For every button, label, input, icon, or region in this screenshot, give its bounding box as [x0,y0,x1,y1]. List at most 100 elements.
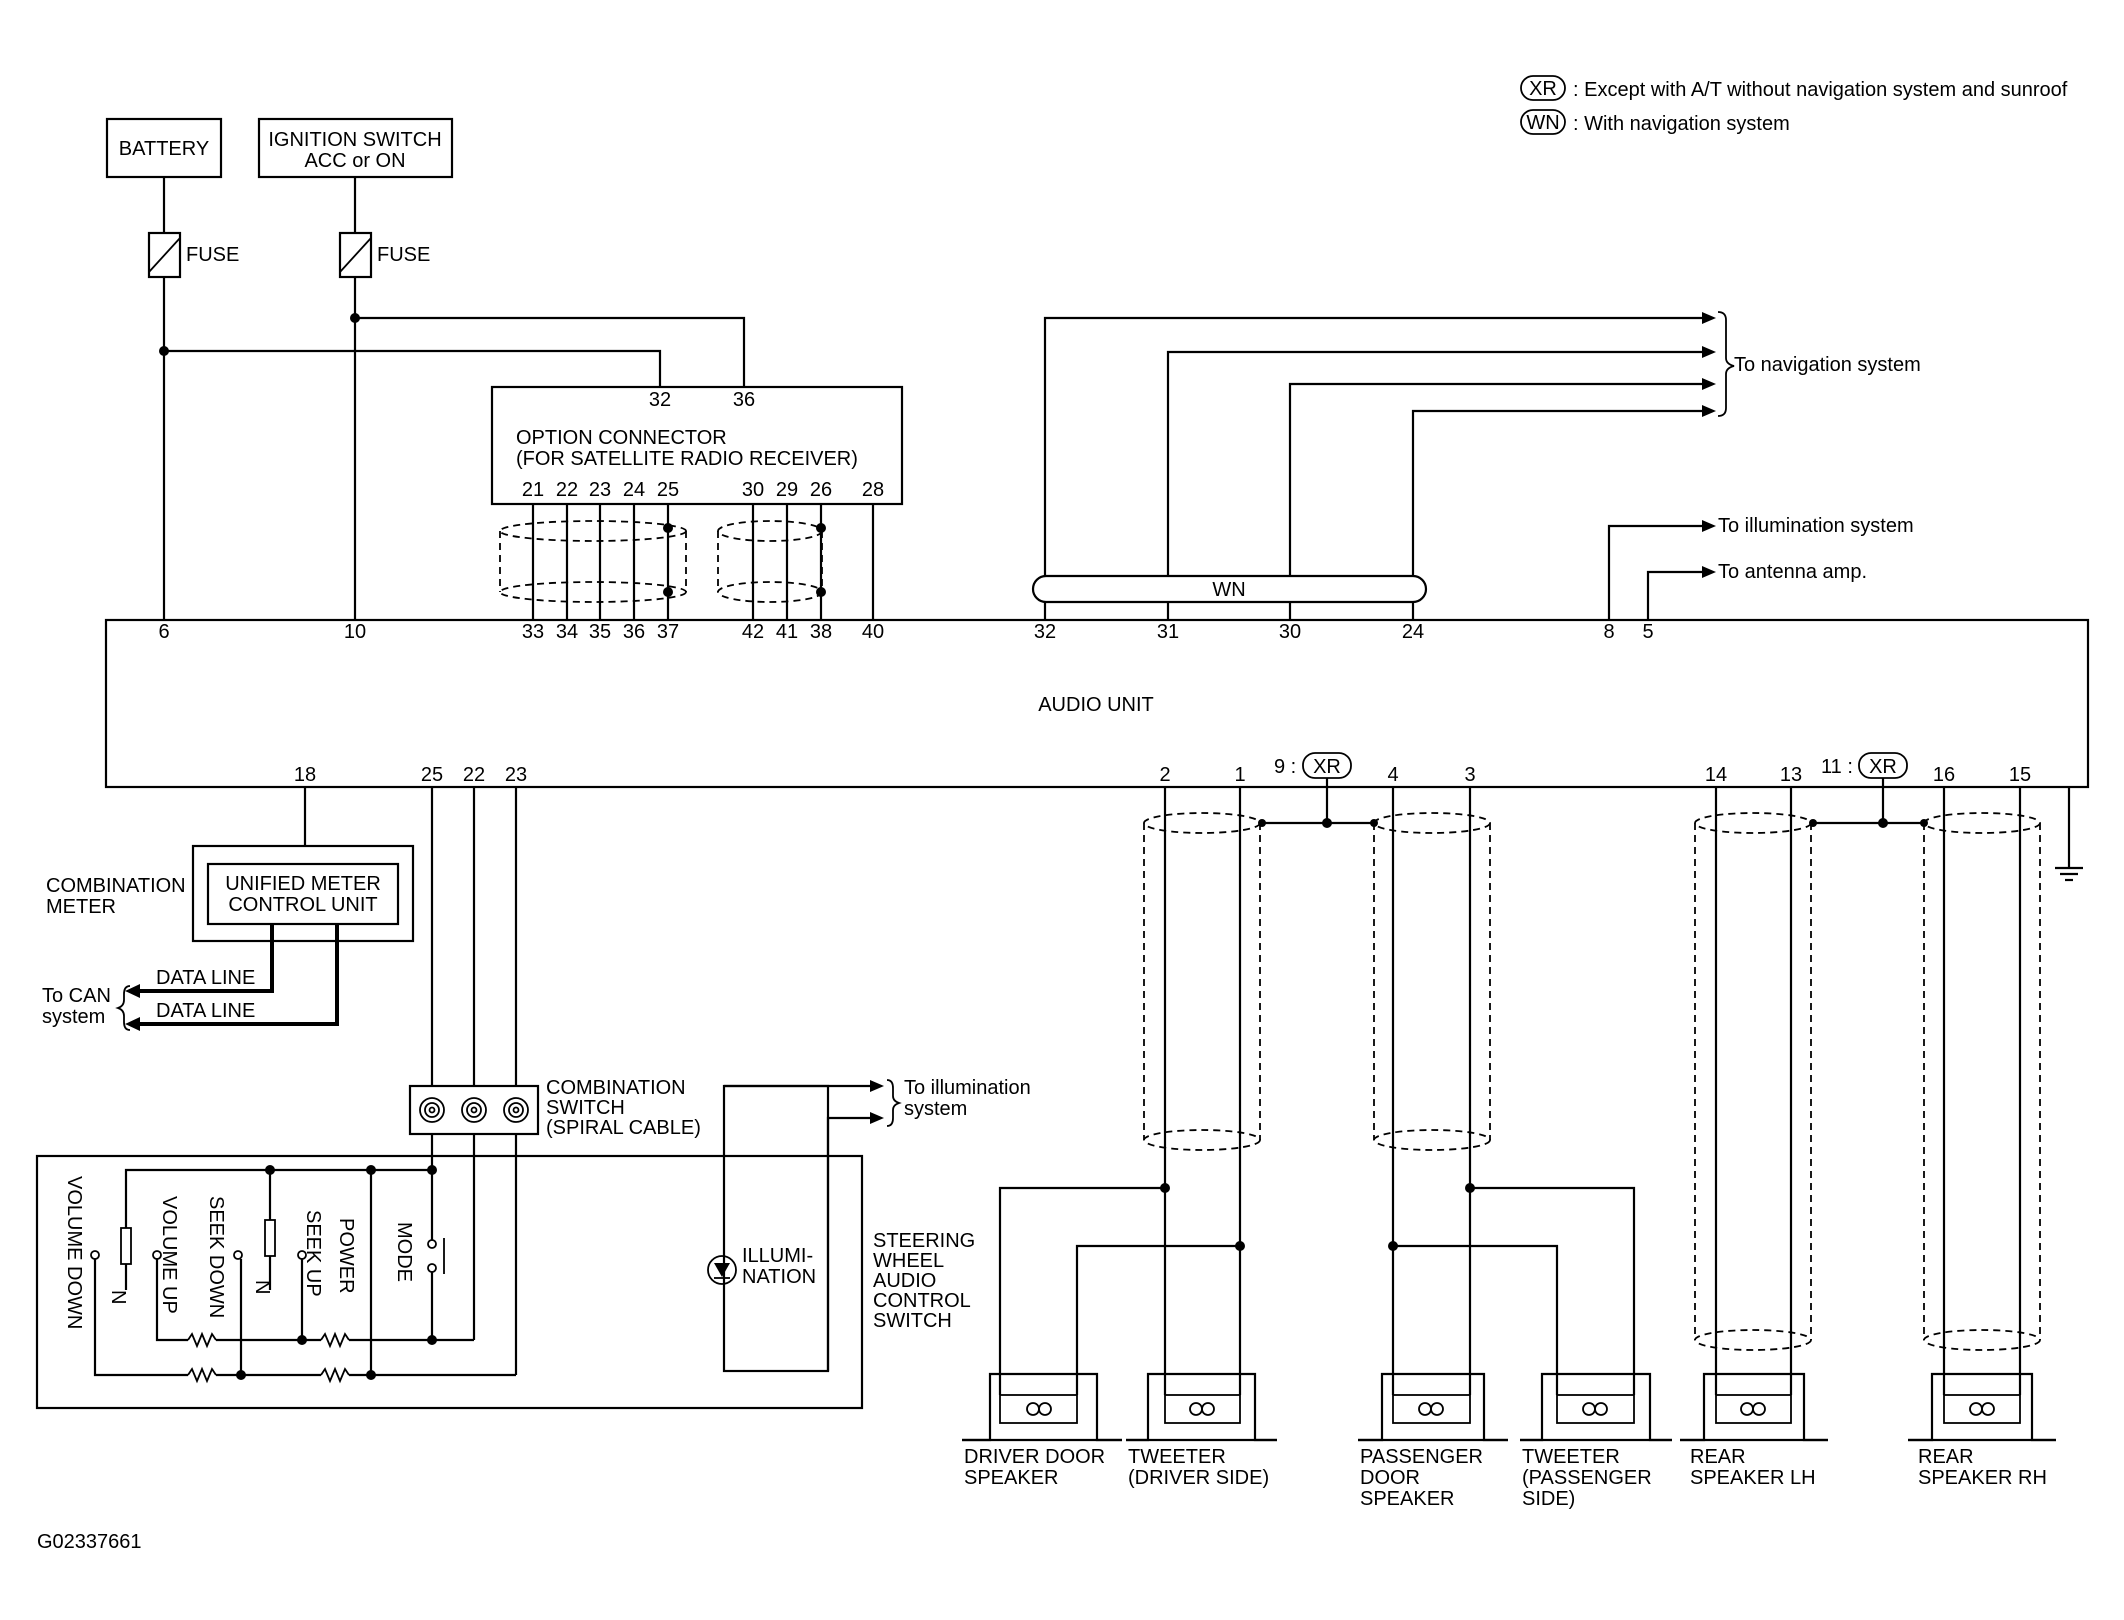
audio-pin-10: 10 [344,621,366,643]
resistor-4-icon [320,1366,350,1384]
unified-meter-line2: CONTROL UNIT [228,894,377,916]
ignition-fuse-label: FUSE [377,244,430,266]
speaker-rear-rh-line2: SPEAKER RH [1918,1467,2047,1489]
volume-down-contact [90,1250,100,1260]
xr-pin-9-label: 9 : [1274,756,1296,778]
audio-pin-8: 8 [1603,621,1614,643]
data-line-label-2: DATA LINE [156,1000,255,1022]
audio-pin-40: 40 [862,621,884,643]
speaker-rear-lh: REAR SPEAKER LH [1680,1372,1828,1489]
speaker-passenger-door-line1: PASSENGER [1360,1446,1483,1468]
speaker-tweeter-passenger-line1: TWEETER [1522,1446,1620,1468]
figure-id: G02337661 [37,1531,142,1553]
audio-pin-22: 22 [463,764,485,786]
audio-pin-14: 14 [1705,764,1727,786]
audio-pin-13: 13 [1780,764,1802,786]
combination-switch-line1: COMBINATION [546,1077,686,1099]
ignition-label-line1: IGNITION SWITCH [268,129,441,151]
audio-pin-30: 30 [1279,621,1301,643]
speaker-rear-rh: REAR SPEAKER RH [1908,1372,2056,1489]
navigation-label: To navigation system [1734,354,1921,376]
n-switch-2-label: N [251,1280,273,1294]
option-pin-26: 26 [810,479,832,501]
audio-pin-15: 15 [2009,764,2031,786]
unified-meter-control-unit-box [206,862,400,926]
power-sources: BATTERY IGNITION SWITCH ACC or ON FUSE F… [105,117,746,620]
audio-pin-5: 5 [1642,621,1653,643]
illumination-antenna-wiring: To illumination system To antenna amp. [1607,515,1914,620]
n-switch-1-icon [120,1227,132,1265]
option-pin-29: 29 [776,479,798,501]
audio-pin-35: 35 [589,621,611,643]
option-connector-title-line1: OPTION CONNECTOR [516,427,727,449]
audio-pin-38: 38 [810,621,832,643]
audio-pin-6: 6 [158,621,169,643]
option-pin-24: 24 [623,479,645,501]
to-illumination-system-line1: To illumination [904,1077,1031,1099]
audio-pin-16: 16 [1933,764,1955,786]
combination-switch-line3: (SPIRAL CABLE) [546,1117,701,1139]
can-system-label-line2: system [42,1006,105,1028]
audio-pin-2: 2 [1159,764,1170,786]
legend-wn-text: : With navigation system [1573,113,1790,135]
option-pin-32: 32 [649,389,671,411]
audio-pin-34: 34 [556,621,578,643]
audio-pin-37: 37 [657,621,679,643]
option-connector-box [490,385,904,506]
speaker-wiring [998,778,2041,1395]
audio-pin-18: 18 [294,764,316,786]
option-pin-25: 25 [657,479,679,501]
to-illumination-system-line2: system [904,1098,967,1120]
steering-switch-title-line5: SWITCH [873,1310,952,1332]
audio-pin-41: 41 [776,621,798,643]
n-switch-1-label: N [107,1290,129,1304]
option-pin-28: 28 [862,479,884,501]
speaker-driver-door-line2: SPEAKER [964,1467,1058,1489]
spiral-cable-icon [419,1097,529,1123]
button-seek-down: SEEK DOWN [205,1196,227,1318]
to-illumination-label: To illumination system [1718,515,1914,537]
speaker-passenger-door-line2: DOOR [1360,1467,1420,1489]
combination-meter: UNIFIED METER CONTROL UNIT COMBINATION M… [42,787,415,1031]
speaker-passenger-door: PASSENGER DOOR SPEAKER [1358,1372,1508,1510]
steering-switch-title-line4: CONTROL [873,1290,971,1312]
audio-pin-32: 32 [1034,621,1056,643]
button-volume-up: VOLUME UP [158,1196,180,1314]
legend-wn-badge [1520,109,1566,135]
xr-pin-11-label: 11 : [1821,756,1853,778]
audio-pin-36: 36 [623,621,645,643]
button-power: POWER [335,1218,357,1294]
option-pin-36: 36 [733,389,755,411]
can-system-label-line1: To CAN [42,985,111,1007]
resistor-3-icon [187,1366,217,1384]
steering-switch-title-line1: STEERING [873,1230,975,1252]
option-pin-30: 30 [742,479,764,501]
shield-1-top [499,520,687,542]
combination-switch: COMBINATION SWITCH (SPIRAL CABLE) [408,787,701,1139]
legend-wn-tag: WN [1526,112,1559,134]
speaker-tweeter-passenger-line2: (PASSENGER [1522,1467,1652,1489]
navigation-bracket [1717,311,1735,417]
resistor-2-icon [320,1331,350,1349]
audio-unit-title: AUDIO UNIT [1038,694,1154,716]
button-mode: MODE [393,1222,415,1282]
navigation-wiring: To navigation system WN [1031,311,1921,620]
to-antenna-label: To antenna amp. [1718,561,1867,583]
illumination-lamp-icon [707,1255,737,1285]
unified-meter-line1: UNIFIED METER [225,873,381,895]
steering-wheel-switch: N N VOLUME DOWN [35,1077,1031,1410]
speaker-passenger-door-line3: SPEAKER [1360,1488,1454,1510]
audio-unit-box [104,618,2090,789]
option-connector: 32 36 OPTION CONNECTOR (FOR SATELLITE RA… [490,385,904,620]
shield-2-bottom [717,581,823,603]
audio-pin-42: 42 [742,621,764,643]
steering-switch-title-line2: WHEEL [873,1250,944,1272]
speaker-tweeter-driver: TWEETER (DRIVER SIDE) [1126,1372,1277,1489]
audio-pin-1: 1 [1234,764,1245,786]
button-volume-down: VOLUME DOWN [63,1176,85,1329]
speaker-driver-door: DRIVER DOOR SPEAKER [962,1372,1122,1489]
xr-pin-9-tag: XR [1313,756,1341,778]
audio-pin-3: 3 [1464,764,1475,786]
